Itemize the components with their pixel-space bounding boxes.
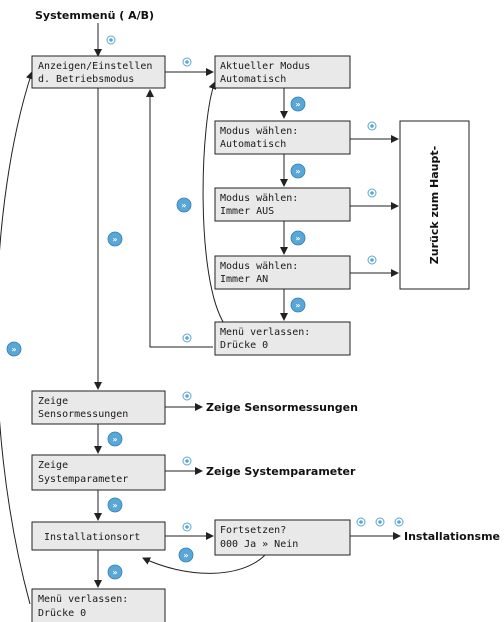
box-zurueck: Zurück zum Haupt- <box>399 120 470 290</box>
box-modus-an-line1: Modus wählen: <box>220 261 298 272</box>
forward-button-icon: » <box>107 497 123 513</box>
box-fortsetzen-line2: 000 Ja » Nein <box>220 539 298 550</box>
enter-button-icon <box>182 333 192 343</box>
box-anzeigen: Anzeigen/Einstellen d. Betriebsmodus <box>31 55 166 89</box>
enter-button-icon <box>394 517 404 527</box>
enter-icons <box>106 35 404 532</box>
box-menu-exit-bottom: Menü verlassen: Drücke 0 <box>31 588 166 622</box>
enter-button-icon <box>367 188 377 198</box>
box-modus-automatisch: Modus wählen: Automatisch <box>214 120 351 155</box>
enter-button-icon <box>367 121 377 131</box>
enter-button-icon <box>367 255 377 265</box>
label-sysparam-out: Zeige Systemparameter <box>206 465 356 478</box>
box-modus-aus: Modus wählen: Immer AUS <box>214 187 351 222</box>
box-install-line1: Installationsort <box>44 532 140 543</box>
enter-button-icon <box>182 456 192 466</box>
diagram-title: Systemmenü ( A/B) <box>35 9 154 22</box>
forward-button-icon: » <box>176 197 192 213</box>
svg-text:»: » <box>181 201 186 210</box>
enter-button-icon <box>375 517 385 527</box>
box-modus-auto-line1: Modus wählen: <box>220 126 298 137</box>
svg-text:»: » <box>11 345 16 354</box>
label-sensor-out: Zeige Sensormessungen <box>206 401 358 414</box>
forward-button-icon: » <box>107 231 123 247</box>
box-aktueller-line2: Automatisch <box>220 74 286 85</box>
box-modus-an: Modus wählen: Immer AN <box>214 255 351 290</box>
forward-button-icon: » <box>290 96 306 112</box>
box-sysparam-line2: Systemparameter <box>38 474 128 485</box>
enter-button-icon <box>182 522 192 532</box>
enter-button-icon <box>182 57 192 67</box>
svg-text:»: » <box>183 551 188 560</box>
box-menu-exit-right: Menü verlassen: Drücke 0 <box>214 321 351 356</box>
box-anzeigen-line2: d. Betriebsmodus <box>38 74 134 85</box>
svg-text:»: » <box>112 435 117 444</box>
enter-button-icon <box>106 35 116 45</box>
box-aktueller-modus: Aktueller Modus Automatisch <box>214 55 351 89</box>
forward-button-icon: » <box>290 297 306 313</box>
box-menu-exit-right-line1: Menü verlassen: <box>220 327 310 338</box>
box-menu-exit-bottom-line2: Drücke 0 <box>38 608 86 619</box>
box-aktueller-line1: Aktueller Modus <box>220 61 310 72</box>
forward-button-icon: » <box>290 230 306 246</box>
box-menu-exit-right-line2: Drücke 0 <box>220 340 268 351</box>
svg-text:»: » <box>295 167 300 176</box>
enter-button-icon <box>356 517 366 527</box>
forward-button-icon: » <box>290 163 306 179</box>
enter-button-icon <box>182 391 192 401</box>
box-sensor-line2: Sensormessungen <box>38 409 128 420</box>
box-install: Installationsort <box>31 521 166 551</box>
box-modus-an-line2: Immer AN <box>220 274 268 285</box>
svg-text:»: » <box>112 235 117 244</box>
box-sysparam-line1: Zeige <box>38 460 68 471</box>
forward-button-icon: » <box>6 341 22 357</box>
box-modus-aus-line1: Modus wählen: <box>220 193 298 204</box>
svg-text:»: » <box>295 301 300 310</box>
connectors <box>0 23 401 605</box>
box-anzeigen-line1: Anzeigen/Einstellen <box>38 61 152 72</box>
box-modus-aus-line2: Immer AUS <box>220 206 274 217</box>
label-install-out: Installationsme <box>404 530 500 543</box>
box-fortsetzen-line1: Fortsetzen? <box>220 525 286 536</box>
box-sysparam: Zeige Systemparameter <box>31 454 166 491</box>
forward-button-icon: » <box>107 564 123 580</box>
box-modus-auto-line2: Automatisch <box>220 139 286 150</box>
svg-text:»: » <box>112 568 117 577</box>
svg-text:»: » <box>295 100 300 109</box>
svg-text:»: » <box>295 234 300 243</box>
forward-icons: » » » » » » » » » » » <box>6 96 306 580</box>
forward-button-icon: » <box>107 431 123 447</box>
box-sensor-line1: Zeige <box>38 396 68 407</box>
zurueck-label: Zurück zum Haupt- <box>428 146 441 264</box>
box-menu-exit-bottom-line1: Menü verlassen: <box>38 594 128 605</box>
svg-text:»: » <box>112 501 117 510</box>
forward-button-icon: » <box>178 547 194 563</box>
box-fortsetzen: Fortsetzen? 000 Ja » Nein <box>214 519 351 556</box>
box-sensor: Zeige Sensormessungen <box>31 390 166 425</box>
